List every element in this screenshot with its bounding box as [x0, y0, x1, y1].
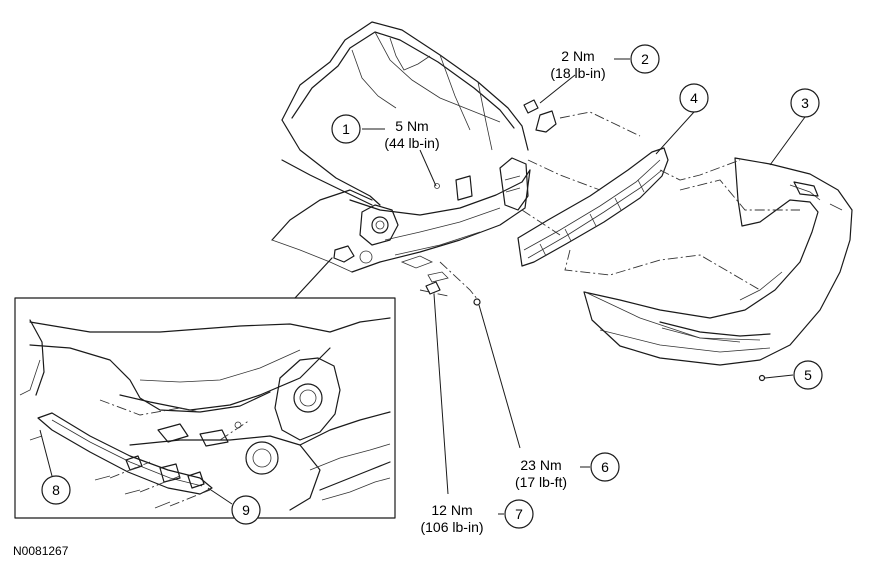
figure-id: N0081267	[13, 544, 69, 558]
torque-7-imperial: (106 lb-in)	[420, 519, 483, 535]
callout-2-number: 2	[641, 51, 649, 67]
bolt-item-2	[523, 99, 557, 133]
alignment-lines	[419, 111, 800, 301]
callout-5: 5	[764, 360, 823, 390]
callout-7-number: 7	[515, 506, 523, 522]
torque-1-metric: 5 Nm	[395, 118, 428, 134]
callout-3: 3	[769, 88, 820, 166]
callout-8-number: 8	[52, 482, 60, 498]
callout-9-number: 9	[242, 502, 250, 518]
callout-1: 1 5 Nm (44 lb-in)	[331, 114, 440, 187]
callout-6-number: 6	[601, 459, 609, 475]
callout-6: 6 23 Nm (17 lb-ft)	[478, 304, 620, 490]
callout-3-number: 3	[801, 95, 809, 111]
bumper-cover-item-3	[583, 157, 853, 366]
callout-9: 9	[207, 487, 261, 525]
callout-7: 7 12 Nm (106 lb-in)	[420, 293, 534, 535]
torque-6-metric: 23 Nm	[520, 457, 561, 473]
detail-inset	[14, 257, 396, 519]
callout-5-number: 5	[804, 367, 812, 383]
torque-7-metric: 12 Nm	[431, 502, 472, 518]
callout-4-number: 4	[690, 90, 698, 106]
bumper-reinforcement-item-4	[517, 147, 669, 267]
callout-8: 8	[39, 429, 71, 505]
vehicle-rear-body	[271, 21, 531, 283]
fasteners-items-6-7	[425, 281, 766, 382]
torque-2-metric: 2 Nm	[561, 48, 594, 64]
callout-1-number: 1	[342, 121, 350, 137]
torque-1-imperial: (44 lb-in)	[384, 135, 439, 151]
callout-4: 4	[655, 83, 709, 155]
torque-6-imperial: (17 lb-ft)	[515, 474, 567, 490]
callout-2: 2 2 Nm (18 lb-in)	[539, 44, 660, 104]
torque-2-imperial: (18 lb-in)	[550, 65, 605, 81]
